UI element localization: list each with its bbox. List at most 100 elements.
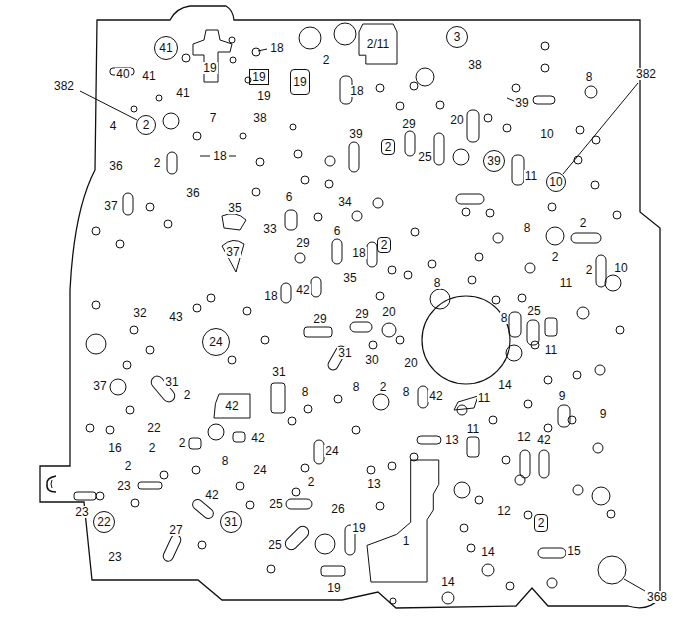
- callout-number: 31: [164, 376, 179, 388]
- callout-number: 2: [307, 476, 316, 488]
- callout-number: 30: [364, 354, 379, 366]
- callout-number: 42: [204, 489, 219, 501]
- callout-number: 36: [185, 187, 200, 199]
- callout-number: 2: [551, 251, 560, 263]
- hole-callout: 19: [290, 69, 309, 95]
- callout-number: 19: [256, 90, 271, 102]
- callout-number: 14: [497, 379, 512, 391]
- callout-number: 23: [116, 480, 131, 492]
- callout-number: 29: [295, 237, 310, 249]
- callout-number: 8: [402, 386, 411, 398]
- hole-callout: 3: [446, 26, 468, 48]
- hole-callout: 19: [249, 69, 268, 85]
- callout-number: 8: [433, 277, 442, 289]
- callout-number: 10: [549, 176, 562, 189]
- callout-number: 14: [440, 576, 455, 588]
- callout-number: 18: [351, 247, 366, 259]
- callout-number: 42: [250, 432, 265, 444]
- hole-callout: 10: [546, 172, 566, 192]
- callout-number: 20: [403, 357, 418, 369]
- callout-number: 20: [449, 114, 464, 126]
- hole-callout: 31: [220, 511, 242, 533]
- callout-number: 41: [159, 42, 172, 55]
- callout-number: 31: [224, 516, 237, 529]
- callout-number: 11: [477, 392, 491, 404]
- callout-number: 18: [212, 150, 227, 162]
- callout-number: 9: [599, 408, 608, 420]
- callout-number: 368: [646, 591, 668, 603]
- callout-number: 24: [252, 464, 267, 476]
- callout-number: 27: [168, 524, 183, 536]
- hole-callout: 2: [534, 514, 548, 532]
- callout-number: 36: [108, 160, 123, 172]
- callout-number: 38: [252, 112, 267, 124]
- callout-number: 39: [348, 128, 363, 140]
- callout-number: 2: [538, 517, 545, 530]
- callout-number: 41: [141, 70, 156, 82]
- callout-number: 29: [401, 118, 416, 130]
- callout-number: 35: [342, 272, 357, 284]
- callout-number: 2: [579, 217, 588, 229]
- hole-outline: [214, 394, 250, 418]
- callout-number: 12: [516, 431, 531, 443]
- callout-number: 19: [351, 522, 366, 534]
- hole-outline: [367, 460, 439, 582]
- callout-number: 8: [352, 381, 361, 393]
- hole-callout: 42: [214, 394, 250, 418]
- callout-number: 2: [143, 119, 150, 132]
- callout-number: 33: [262, 223, 277, 235]
- callout-number: 29: [354, 308, 369, 320]
- callout-number: 34: [337, 196, 352, 208]
- callout-number: 20: [381, 306, 396, 318]
- callout-number: 25: [417, 151, 432, 163]
- callout-number: 8: [585, 71, 594, 83]
- callout-number: 2: [585, 264, 594, 276]
- callout-number: 19: [252, 71, 265, 84]
- callout-number: 40: [115, 68, 130, 80]
- callout-number: 37: [103, 200, 118, 212]
- callout-number: 2: [183, 389, 192, 401]
- hole-callout: 41: [154, 36, 178, 60]
- callout-number: 1: [403, 535, 410, 548]
- callout-number: 42: [536, 434, 551, 446]
- callout-number: 23: [107, 551, 122, 563]
- callout-number: 8: [500, 312, 509, 324]
- callout-number: 25: [267, 539, 282, 551]
- callout-number: 6: [333, 225, 342, 237]
- callout-number: 37: [92, 380, 107, 392]
- callout-number: 35: [227, 202, 242, 214]
- callout-number: 38: [467, 59, 482, 71]
- callout-number: 2: [381, 239, 388, 252]
- callout-number: 8: [523, 222, 532, 234]
- callout-number: 41: [175, 87, 190, 99]
- callout-number: 39: [514, 97, 529, 109]
- hole-outline: [359, 24, 397, 64]
- hole-callout: 22: [93, 511, 115, 533]
- callout-number: 19: [202, 62, 217, 74]
- callout-number: 382: [53, 80, 75, 92]
- callout-number: 24: [209, 336, 222, 349]
- callout-number: 2: [385, 141, 392, 154]
- callout-number: 24: [324, 445, 339, 457]
- callout-number: 42: [428, 390, 443, 402]
- callout-number: 6: [285, 191, 294, 203]
- callout-number: 22: [97, 516, 110, 529]
- callout-number: 11: [466, 423, 480, 435]
- callout-number: 2: [124, 460, 133, 472]
- callout-number: 4: [109, 120, 118, 132]
- callout-number: 16: [107, 442, 122, 454]
- callout-number: 22: [146, 422, 161, 434]
- callout-number: 11: [524, 170, 538, 182]
- callout-number: 42: [225, 400, 238, 413]
- callout-number: 43: [168, 311, 183, 323]
- hole-callout: 2: [381, 139, 395, 155]
- callout-number: 18: [269, 42, 284, 54]
- callout-number: 31: [337, 347, 352, 359]
- callout-number: 11: [544, 344, 558, 356]
- callout-number: 13: [366, 478, 381, 490]
- hole-callout: 2: [136, 115, 156, 135]
- callout-number: 31: [271, 366, 286, 378]
- callout-number: 26: [330, 503, 345, 515]
- callout-number: 7: [209, 112, 218, 124]
- callout-number: 9: [558, 390, 567, 402]
